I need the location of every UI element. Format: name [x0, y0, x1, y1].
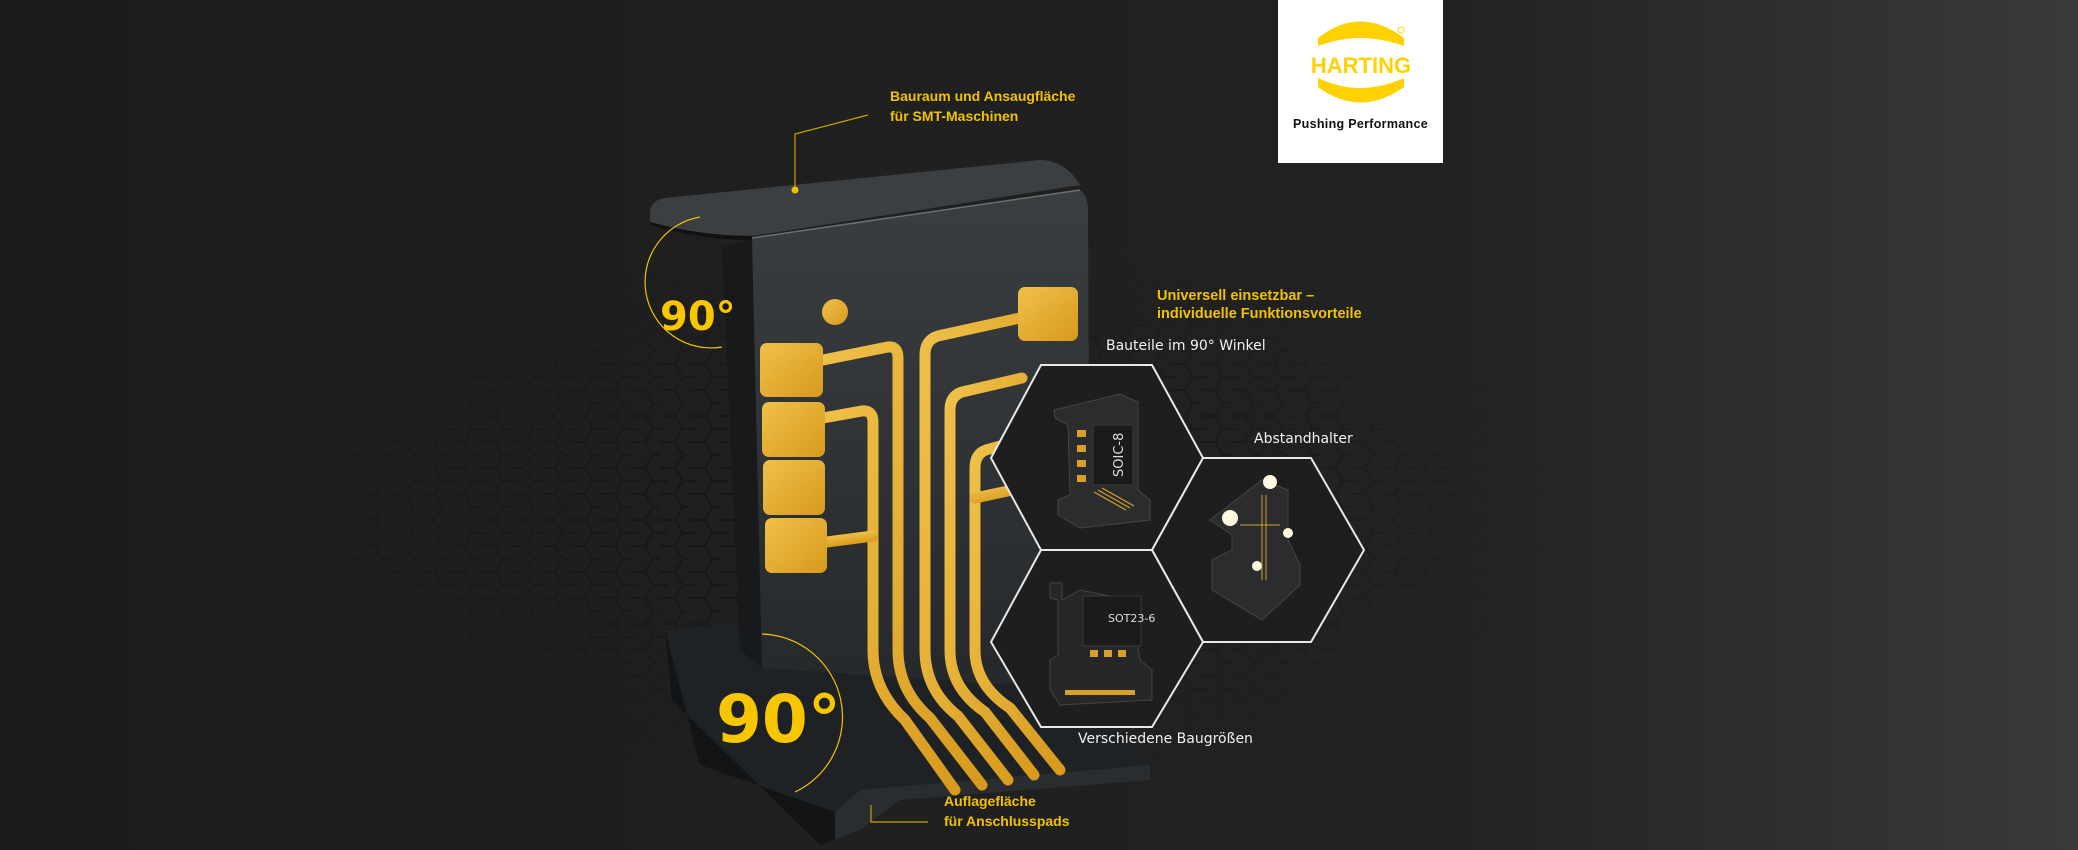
callout-right: Universell einsetzbar – individuelle Fun… [1157, 287, 1362, 323]
callout-bottom-line1: Auflagefläche [944, 793, 1036, 809]
callout-bottom-line2: für Anschlusspads [944, 813, 1070, 829]
gold-traces [817, 312, 1066, 796]
callout-top-line1: Bauraum und Ansaugfläche [890, 88, 1076, 104]
chip-label-sot: SOT23-6 [1108, 612, 1155, 625]
chip-label-soic: SOIC-8 [1112, 433, 1127, 477]
leader-line-top [794, 114, 869, 190]
angle-label-upper: 90° [660, 294, 736, 340]
gold-pads [760, 287, 1078, 573]
callout-top: Bauraum und Ansaugfläche für SMT-Maschin… [890, 86, 1075, 126]
feature-label-angle: Bauteile im 90° Winkel [1106, 338, 1266, 354]
logo-tagline: Pushing Performance [1293, 117, 1428, 131]
callout-bottom: Auflagefläche für Anschlusspads [944, 791, 1070, 831]
harting-emblem: HARTING [1311, 21, 1411, 103]
feature-label-spacer: Abstandhalter [1254, 431, 1353, 447]
callout-top-line2: für SMT-Maschinen [890, 108, 1019, 124]
leader-line-bottom [870, 805, 928, 823]
angle-arc-lower [761, 633, 844, 793]
feature-label-sizes: Verschiedene Baugrößen [1078, 731, 1253, 747]
angle-label-lower: 90° [716, 681, 841, 758]
feature-hex-soic: SOIC-8 [989, 364, 1205, 551]
feature-hex-spacer [1150, 457, 1366, 643]
angle-arc-upper [644, 216, 723, 349]
harting-logo: HARTING Pushing Performance [1278, 0, 1443, 163]
feature-hex-sot: SOT23-6 [989, 549, 1205, 728]
logo-wordmark: HARTING [1311, 53, 1411, 78]
callout-right-line1: Universell einsetzbar – [1157, 288, 1315, 304]
leader-dot [791, 186, 799, 194]
callout-right-line2: individuelle Funktionsvorteile [1157, 306, 1362, 322]
